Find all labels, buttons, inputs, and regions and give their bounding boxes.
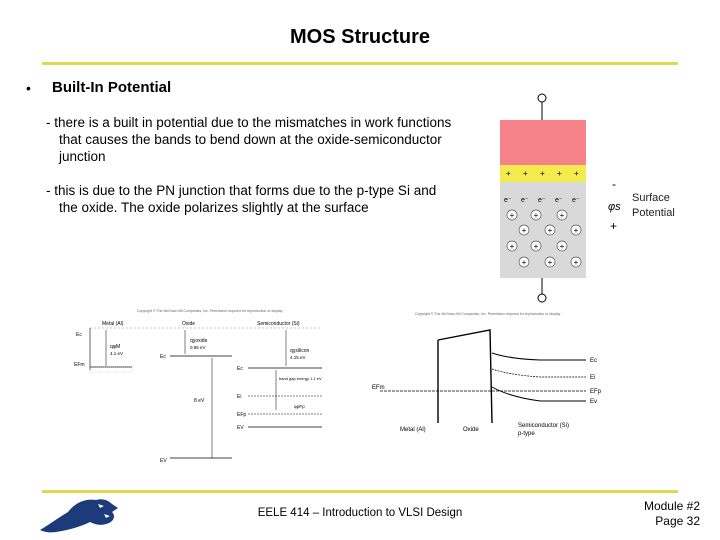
ec-oxide-label: Ec (160, 354, 166, 360)
potential-label: Potential (632, 207, 675, 219)
hole-plus: + (522, 258, 527, 267)
electron: e⁻ (521, 197, 529, 204)
para1-line3: junction (59, 149, 106, 164)
ec-bent-band (491, 352, 586, 361)
semiconductor-label: Semiconductor (Si) (257, 321, 300, 327)
phi-fp-label: qφFp (294, 404, 305, 409)
energy-band-diagram-equilibrium: Copyright © The McGraw-Hill Companies, I… (372, 312, 602, 437)
energy-band-diagram-separated: Copyright © The McGraw-Hill Companies, I… (74, 309, 322, 464)
top-divider (42, 62, 678, 65)
hole-plus: + (510, 242, 515, 251)
ev-oxide-label: EV (160, 458, 167, 464)
oxide-plus: + (557, 169, 562, 178)
oxide-gap-label: 8 eV (194, 398, 205, 404)
hole-plus: + (510, 211, 515, 220)
module-page-info: Module #2 Page 32 (600, 499, 700, 529)
bobcat-logo (40, 499, 118, 533)
para2-line1: - this is due to the PN junction that fo… (46, 183, 437, 198)
oxide-plus: + (540, 169, 545, 178)
ev-bent-band (491, 386, 586, 402)
electron-row: e⁻ e⁻ e⁻ e⁻ e⁻ (504, 197, 580, 204)
slide-title: MOS Structure (289, 26, 431, 48)
oxide-charges: + + + + + (506, 169, 579, 178)
semiconductor-label: Semiconductor (Si) (518, 423, 569, 429)
electron: e⁻ (538, 197, 546, 204)
oxide-label: Oxide (182, 321, 195, 327)
chi-si-value: 4.15 eV (290, 355, 306, 360)
hole-plus: + (574, 258, 579, 267)
potential-minus: - (612, 177, 616, 191)
efp-label: EFp (590, 389, 602, 395)
oxide-plus: + (574, 169, 579, 178)
para1-line2: that causes the bands to bend down at th… (59, 132, 442, 147)
electron: e⁻ (504, 197, 512, 204)
module-number: Module #2 (643, 499, 700, 513)
bullet-marker: • (26, 80, 31, 96)
oxide-label: Oxide (463, 427, 479, 433)
phi-s-symbol: φs (608, 201, 621, 213)
ptype-label: p-type (518, 431, 535, 437)
metal-label: Metal (Al) (102, 321, 124, 327)
hole-signs: + + + + + + + + + + + + (510, 211, 579, 267)
paragraph-pn-junction: - this is due to the PN junction that fo… (46, 182, 486, 216)
figure-copyright: Copyright © The McGraw-Hill Companies, I… (415, 312, 561, 316)
ec-label: Ec (590, 358, 597, 364)
hole-plus: + (522, 226, 527, 235)
para2-line2: the oxide. The oxide polarizes slightly … (59, 200, 369, 215)
mos-structure-diagram: + + + + + e⁻ e⁻ e⁻ e⁻ e⁻ + + + + + + + +… (500, 93, 675, 303)
ev-label: Ev (590, 399, 597, 405)
chi-si-label: qχsilicon (290, 348, 310, 354)
hole-plus: + (560, 211, 565, 220)
efp-label: EFp (237, 412, 246, 418)
metal-label: Metal (Al) (400, 427, 426, 433)
hole-plus: + (548, 258, 553, 267)
para1-line1: - there is a built in potential due to t… (46, 115, 452, 130)
hole-plus: + (548, 226, 553, 235)
chi-oxide-value: 0.95 eV (190, 345, 206, 350)
course-title: EELE 414 – Introduction to VLSI Design (257, 507, 463, 519)
ev-si-label: EV (237, 425, 244, 431)
electron: e⁻ (555, 197, 563, 204)
hole-plus: + (560, 242, 565, 251)
phi-m-label: qφM (110, 344, 120, 350)
oxide-conduction-band (437, 329, 493, 424)
electron: e⁻ (572, 197, 580, 204)
bandgap-label: band gap energy 1.1 eV (279, 376, 322, 381)
surface-label: Surface (632, 192, 670, 204)
chi-oxide-label: qχoxide (190, 338, 208, 344)
oxide-layer (500, 165, 586, 182)
potential-plus: + (610, 219, 617, 233)
metal-fill-hatch (89, 366, 133, 373)
hole-plus: + (574, 226, 579, 235)
hole-plus: + (534, 211, 539, 220)
gate-terminal (537, 93, 547, 103)
page-number: Page 32 (655, 514, 700, 528)
efm-label: EFm (74, 362, 85, 368)
ec-si-label: Ec (237, 366, 243, 372)
ei-label: Ei (590, 375, 595, 381)
ei-label: Ei (237, 394, 241, 400)
paragraph-built-in-potential: - there is a built in potential due to t… (46, 114, 486, 165)
figure-copyright: Copyright © The McGraw-Hill Companies, I… (137, 309, 283, 313)
oxide-plus: + (506, 169, 511, 178)
bullet-heading: Built-In Potential (52, 79, 172, 96)
body-terminal (537, 293, 547, 303)
metal-layer (500, 120, 586, 165)
hole-plus: + (534, 242, 539, 251)
phi-m-value: 4.1 eV (110, 351, 123, 356)
bottom-divider (42, 490, 678, 493)
ec-left-label: Ec (76, 332, 82, 338)
ei-bent-band (491, 368, 586, 378)
hole-carriers (506, 209, 582, 268)
oxide-plus: + (523, 169, 528, 178)
efm-label: EFm (372, 385, 385, 391)
